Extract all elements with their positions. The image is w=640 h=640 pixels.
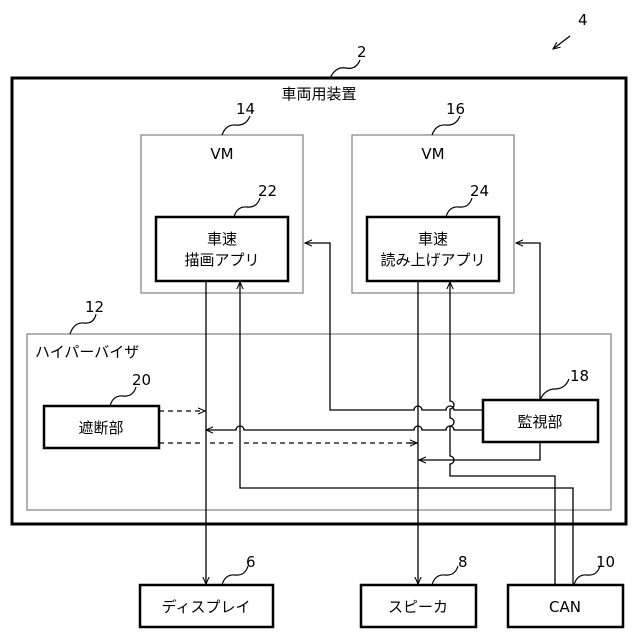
vehicle-device-label: 車両用装置 — [281, 85, 356, 103]
vehicle-device: 車両用装置 2 — [12, 43, 626, 524]
vm-left-label: VM — [210, 145, 233, 163]
ref-leader-18 — [540, 379, 569, 400]
monitoring-unit-label: 監視部 — [517, 413, 562, 431]
ref-10: 10 — [596, 553, 615, 571]
ref-18: 18 — [570, 367, 589, 385]
ref-14: 14 — [236, 100, 255, 118]
speed-draw-app: 車速 描画アプリ 22 — [156, 182, 288, 281]
speed-read-app: 車速 読み上げアプリ 24 — [367, 182, 499, 281]
ref-24: 24 — [470, 182, 489, 200]
can-box: CAN 10 — [508, 553, 623, 627]
can-label: CAN — [549, 598, 581, 616]
hypervisor-label: ハイパーバイザ — [35, 343, 139, 361]
display-label: ディスプレイ — [162, 598, 251, 616]
ref-2: 2 — [357, 43, 367, 61]
ref-leader-20 — [110, 387, 136, 406]
figure-ref-4: 4 — [553, 11, 588, 49]
ref-leader-22 — [234, 198, 260, 217]
ref-8: 8 — [458, 553, 468, 571]
blocking-unit-label: 遮断部 — [78, 419, 123, 437]
monitor-to-speaker-path-line — [419, 442, 540, 460]
ref-22: 22 — [258, 182, 277, 200]
monitor-to-blocker-line — [206, 426, 483, 430]
ref-leader-24 — [446, 198, 472, 217]
speed-read-app-line2: 読み上げアプリ — [380, 251, 485, 269]
figure-ref-label: 4 — [578, 11, 588, 29]
ref-16: 16 — [446, 100, 465, 118]
speed-draw-app-line1: 車速 — [207, 230, 237, 248]
ref-leader-14 — [222, 116, 250, 135]
vm-right-label: VM — [421, 145, 444, 163]
ref-leader-2 — [330, 60, 360, 78]
ref-12: 12 — [85, 298, 104, 316]
blocking-unit: 遮断部 20 — [44, 371, 159, 448]
ref-leader-12 — [70, 314, 96, 334]
speed-read-app-line1: 車速 — [418, 230, 448, 248]
ref-leader-16 — [432, 116, 460, 135]
ref-20: 20 — [132, 371, 151, 389]
ref-leader-8 — [432, 566, 458, 585]
speed-draw-app-line2: 描画アプリ — [184, 251, 259, 269]
monitor-to-read-app-line — [516, 243, 540, 400]
ref-6: 6 — [246, 553, 256, 571]
ref-leader-6 — [222, 566, 248, 585]
speaker-label: スピーカ — [388, 598, 448, 616]
